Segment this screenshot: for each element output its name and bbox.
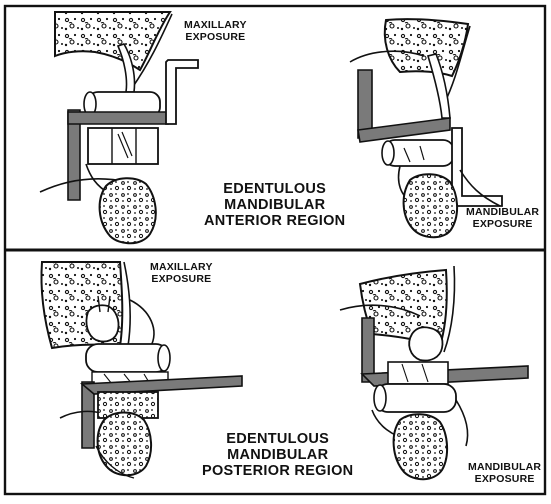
top-right-illustration	[350, 19, 502, 237]
label-line: EDENTULOUS	[204, 181, 345, 197]
top-region-label: EDENTULOUS MANDIBULAR ANTERIOR REGION	[204, 181, 345, 230]
bottom-maxillary-exposure-label: MAXILLARY EXPOSURE	[150, 262, 213, 286]
label-line: MAXILLARY	[150, 262, 213, 274]
top-maxillary-exposure-label: MAXILLARY EXPOSURE	[184, 20, 247, 44]
label-line: POSTERIOR REGION	[202, 463, 353, 479]
top-mandibular-exposure-label: MANDIBULAR EXPOSURE	[466, 207, 539, 231]
label-line: MAXILLARY	[184, 20, 247, 32]
label-line: EXPOSURE	[468, 474, 541, 486]
label-line: MANDIBULAR	[204, 197, 345, 213]
bottom-region-label: EDENTULOUS MANDIBULAR POSTERIOR REGION	[202, 431, 353, 480]
bottom-mandibular-exposure-label: MANDIBULAR EXPOSURE	[468, 462, 541, 486]
label-line: EXPOSURE	[466, 219, 539, 231]
bottom-right-illustration	[340, 266, 528, 479]
label-line: ANTERIOR REGION	[204, 213, 345, 229]
label-line: MANDIBULAR	[468, 462, 541, 474]
label-line: EXPOSURE	[150, 274, 213, 286]
label-line: MANDIBULAR	[466, 207, 539, 219]
label-line: EXPOSURE	[184, 32, 247, 44]
label-line: MANDIBULAR	[202, 447, 353, 463]
top-left-illustration	[40, 12, 198, 243]
label-line: EDENTULOUS	[202, 431, 353, 447]
